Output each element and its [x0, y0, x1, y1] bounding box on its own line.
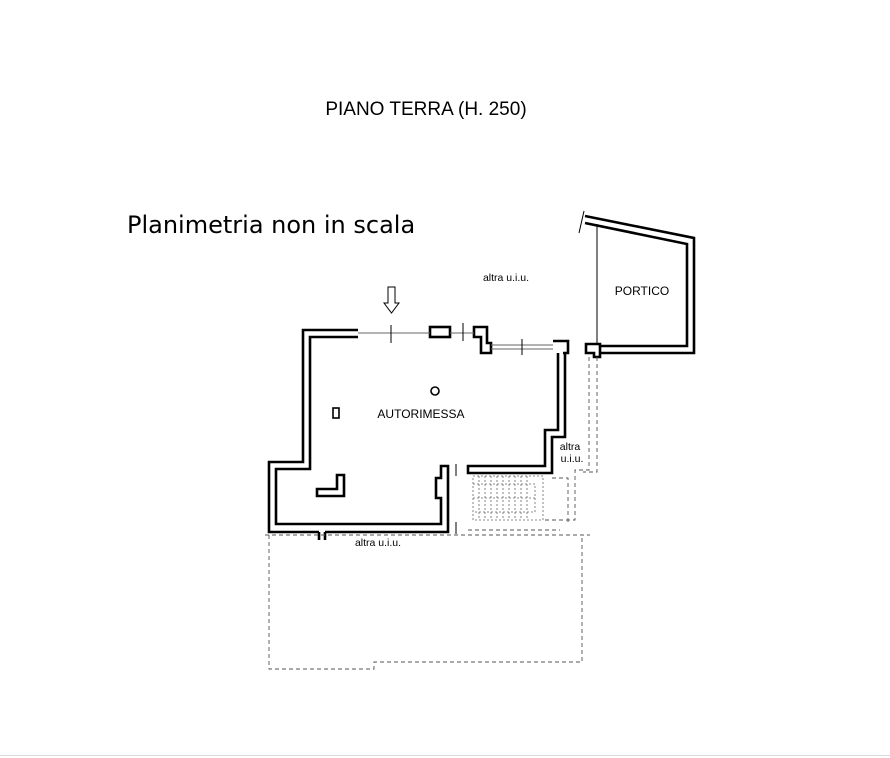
garage-walls [267, 325, 570, 540]
plan-subtitle: Planimetria non in scala [127, 211, 415, 239]
adjacent-boundaries [265, 357, 598, 670]
note-adjacent-top: altra u.i.u. [483, 272, 529, 284]
pillar-symbol [332, 407, 340, 419]
plan-title: PIANO TERRA (H. 250) [325, 99, 526, 120]
note-adjacent-right-line2: u.i.u. [561, 453, 584, 465]
room-label-portico: PORTICO [615, 284, 669, 298]
staircase [472, 475, 544, 521]
corner-fixture [315, 473, 346, 498]
note-adjacent-right-line1: altra [560, 441, 581, 453]
page-bottom-rule [0, 755, 890, 756]
portico-walls [578, 210, 696, 359]
openings [358, 323, 553, 534]
room-label-autorimessa: AUTORIMESSA [377, 407, 464, 421]
drain-symbol [430, 386, 440, 396]
entrance-arrow-icon [383, 286, 400, 314]
note-adjacent-bottom: altra u.i.u. [355, 537, 401, 549]
